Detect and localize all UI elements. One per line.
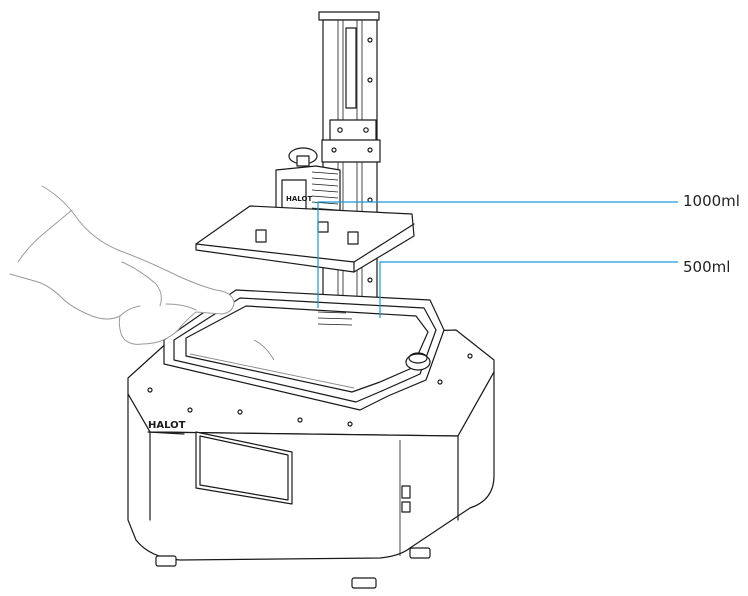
- callout-lines: [317, 201, 678, 318]
- callout-label-500ml: 500ml: [683, 258, 731, 276]
- base-logo: HALOT: [147, 420, 186, 435]
- callout-line-1000ml: [317, 201, 678, 308]
- bracket-logo: HALOT: [286, 195, 312, 203]
- vat-scale: [317, 311, 353, 326]
- callout-line-500ml: [379, 261, 678, 318]
- build-plate: [195, 205, 415, 273]
- resin-vat: [163, 289, 445, 411]
- logo-text: HALOT: [148, 420, 186, 431]
- z-carriage: [321, 119, 381, 163]
- callout-label-1000ml: 1000ml: [683, 192, 740, 210]
- touchscreen: [195, 431, 293, 505]
- gloved-hand: [9, 185, 235, 345]
